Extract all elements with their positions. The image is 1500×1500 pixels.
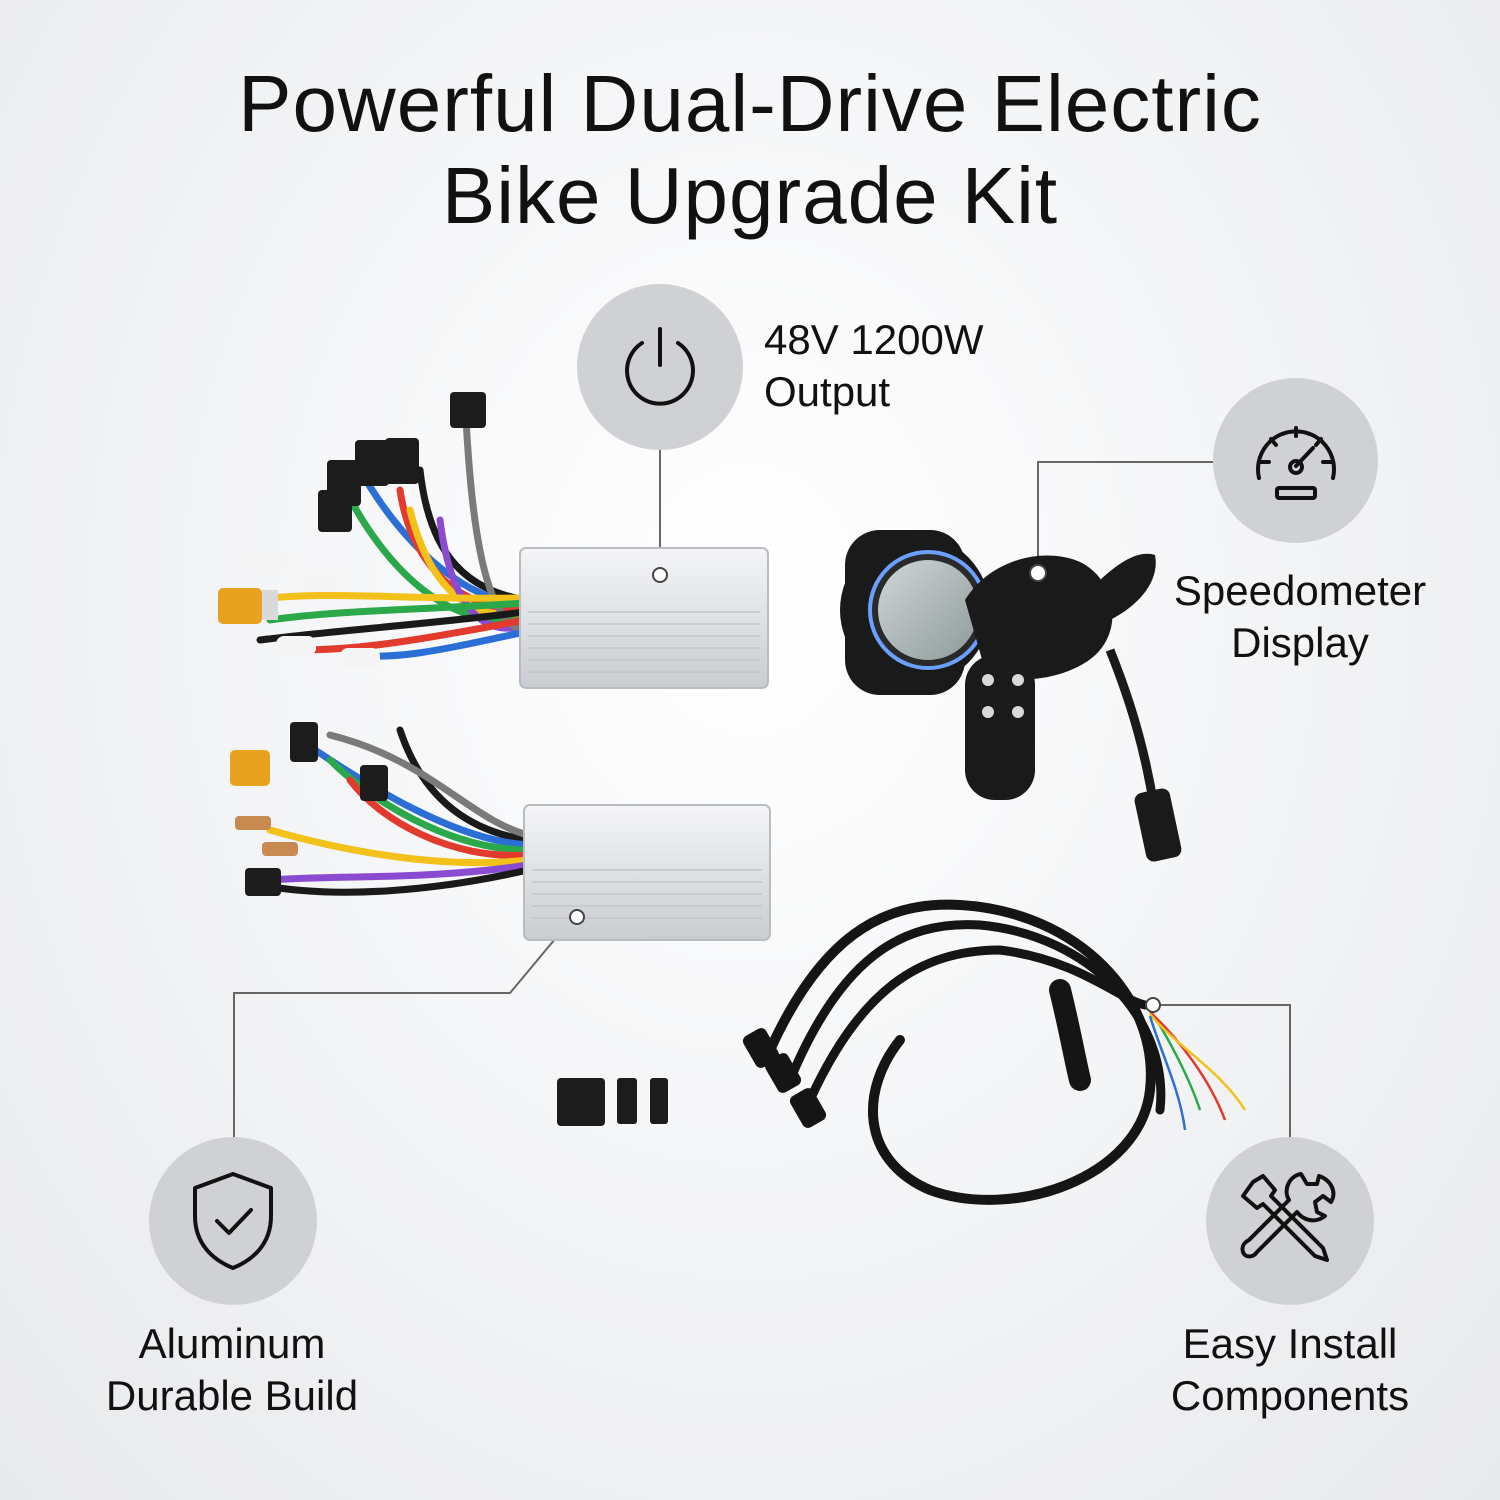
power-badge	[577, 284, 743, 450]
harness-leads	[1148, 1009, 1247, 1131]
speedometer-unit	[840, 530, 1182, 862]
tools-icon	[1240, 1172, 1336, 1262]
speedometer-label: Speedometer Display	[1174, 565, 1426, 669]
shield-check-icon	[193, 1172, 273, 1270]
aluminum-label-line-2: Durable Build	[105, 1372, 359, 1419]
page-title-line-1: Powerful Dual-Drive Electric	[238, 59, 1262, 148]
power-icon	[625, 327, 695, 406]
harness-plugs	[742, 1028, 827, 1128]
speedometer-label-line-1: Speedometer	[1173, 567, 1427, 614]
install-label: Easy Install Components	[1171, 1318, 1409, 1422]
page-title-line-2: Bike Upgrade Kit	[441, 151, 1059, 240]
aluminum-badge	[149, 1137, 317, 1305]
power-label-line-2: Output	[764, 368, 891, 415]
install-label-line-2: Components	[1170, 1372, 1410, 1419]
controller-lower	[230, 722, 771, 941]
power-label-line-1: 48V 1200W	[764, 316, 984, 363]
install-label-line-1: Easy Install	[1182, 1320, 1398, 1367]
aluminum-label-line-1: Aluminum	[138, 1320, 326, 1367]
aluminum-label: Aluminum Durable Build	[106, 1318, 358, 1422]
spare-connectors	[557, 1078, 668, 1126]
speedometer-label-line-2: Display	[1231, 619, 1369, 666]
controller-upper	[218, 392, 769, 689]
callout-lines	[233, 448, 1291, 1137]
install-badge	[1206, 1137, 1374, 1305]
speedometer-icon	[1255, 425, 1336, 500]
speedometer-badge	[1213, 378, 1378, 543]
wiring-harness	[765, 899, 1166, 1205]
power-label: 48V 1200W Output	[764, 314, 983, 418]
